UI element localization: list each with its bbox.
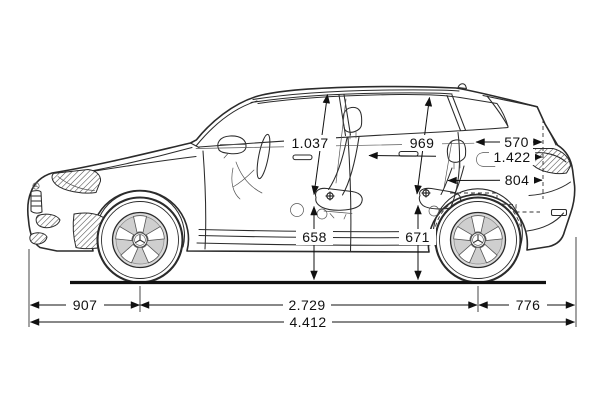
roof-antenna bbox=[457, 83, 468, 90]
dim-label-cargo-1422: 1.422 bbox=[493, 149, 530, 165]
label-box bbox=[283, 297, 331, 313]
dim-label-rear-overhang: 776 bbox=[516, 297, 541, 313]
dim-label-headroom-front: 1.037 bbox=[291, 135, 328, 151]
front-seat bbox=[290, 98, 363, 220]
rear-wheel bbox=[434, 196, 522, 284]
dim-label-cargo-804: 804 bbox=[505, 172, 530, 188]
label-box bbox=[500, 134, 533, 150]
label-box bbox=[509, 297, 547, 313]
dim-label-cargo-570: 570 bbox=[504, 134, 529, 150]
body-outline bbox=[27, 85, 576, 253]
side-mirror bbox=[217, 135, 247, 155]
h-point-front bbox=[325, 191, 335, 201]
dim-label-headroom-rear: 969 bbox=[410, 135, 435, 151]
dimension-labels: 1.037 969 570 1.422 804 658 671 907 2.72… bbox=[66, 134, 547, 330]
window-lines bbox=[195, 93, 509, 148]
air-intake-lower bbox=[29, 232, 48, 245]
headlight bbox=[51, 168, 102, 194]
mirror-detail bbox=[219, 144, 246, 159]
rear-reflector bbox=[550, 208, 568, 217]
label-box bbox=[402, 135, 442, 151]
label-box bbox=[284, 314, 332, 330]
air-intake-upper bbox=[35, 213, 61, 229]
headlight-inner bbox=[57, 176, 95, 191]
dim-label-seat-height-rear: 671 bbox=[405, 229, 430, 245]
brand-star-icon bbox=[32, 182, 40, 190]
ski-hatch-detail bbox=[476, 152, 496, 167]
steering-wheel bbox=[256, 133, 271, 180]
label-box bbox=[500, 172, 534, 188]
label-box bbox=[489, 149, 535, 165]
label-box bbox=[296, 229, 333, 245]
cargo-dashed-lines bbox=[435, 192, 540, 227]
label-box bbox=[66, 297, 104, 313]
dim-label-wheelbase: 2.729 bbox=[288, 297, 325, 313]
front-wheel bbox=[96, 196, 184, 284]
label-box bbox=[284, 135, 336, 151]
dim-cargo-1422-left bbox=[368, 151, 437, 160]
label-box bbox=[399, 229, 436, 245]
door-handle-front bbox=[292, 154, 313, 161]
grille bbox=[30, 190, 43, 214]
roof-lines bbox=[250, 89, 557, 146]
dim-label-front-overhang: 907 bbox=[73, 297, 98, 313]
dash-lines bbox=[231, 161, 263, 200]
car-body bbox=[27, 83, 576, 284]
extension-lines bbox=[28, 237, 577, 327]
dim-label-seat-height-front: 658 bbox=[302, 229, 327, 245]
dim-label-overall-length: 4.412 bbox=[289, 314, 326, 330]
